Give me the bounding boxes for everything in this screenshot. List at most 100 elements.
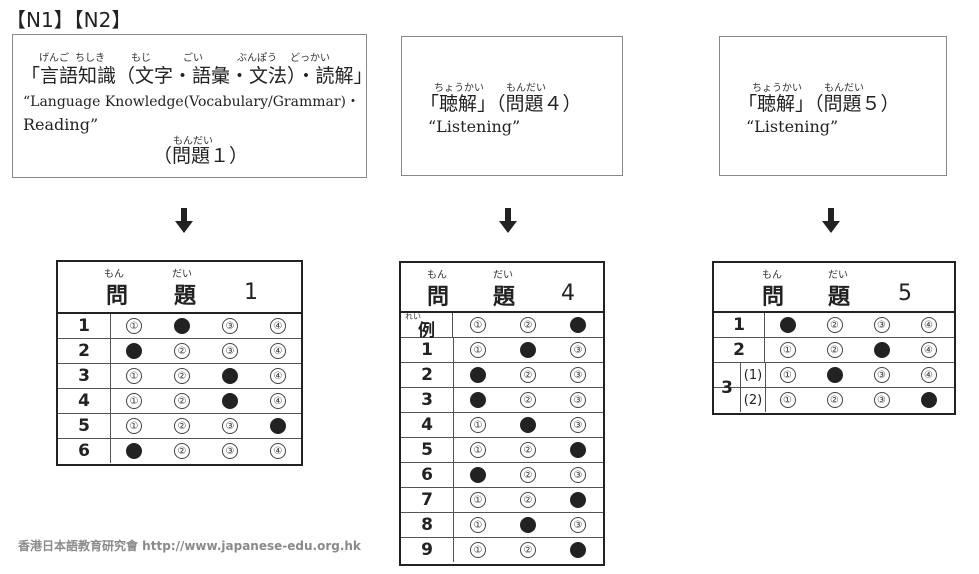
option-bubble: ① [470,517,486,533]
answer-row: 6①②③④ [58,439,301,463]
question-number: 3 [721,378,733,398]
ruby: れい [405,312,421,321]
option-cell: ② [503,363,553,387]
option-bubble: ① [126,418,142,434]
option-bubble: ① [126,318,142,334]
question-number: 3 [58,364,111,388]
option-cell: ④ [254,314,302,338]
option-cell: ③ [206,389,254,413]
option-cell: ④ [254,364,302,388]
option-cell: ③ [206,414,254,438]
question-number: 9 [401,538,454,562]
option-bubble: ② [520,542,536,558]
answer-row: 1①②③④ [58,314,301,339]
title-number: 1 [244,280,258,305]
option-bubble: ③ [570,392,586,408]
filled-bubble: ② [826,367,843,383]
option-cell: ③ [553,363,603,387]
language-knowledge-english-2: Reading” [23,115,99,134]
down-arrow-icon [822,208,840,234]
answer-sheet-4: もん だい 問 題 4 れい例①②③1①②③2①②③3①②③4①②③5①②③6①… [399,261,605,566]
question-number: 8 [401,513,454,537]
listening-4-title: 「聴解」（問題４） [420,93,582,115]
option-cell: ② [811,363,858,387]
option-cell: ① [453,488,503,512]
title-char: 題 [174,284,197,309]
title-char: 問 [106,284,129,309]
ruby: ちょうかい [434,83,484,94]
answer-row: れい例①②③ [401,312,603,341]
footer-credit: 香港日本語教育研究會 http://www.japanese-edu.org.h… [18,539,361,553]
option-bubble: ④ [270,443,286,459]
option-cell: ① [453,538,503,562]
language-knowledge-box: げんご ちしき もじ ごい ぶんぽう どっかい 「言語知識（文字・語彙・文法）・… [12,34,373,178]
language-knowledge-question: （問題１） [153,145,249,167]
option-bubble: ② [826,342,843,358]
option-cell: ① [110,389,158,413]
language-knowledge-english: “Language Knowledge(Vocabulary/Grammar)・ [23,94,360,110]
answer-row: 9① ② ③ [401,538,603,562]
option-cell: ④ [254,414,302,438]
question-number: 例 [401,313,453,341]
option-cell: ④ [254,439,302,463]
option-bubble: ③ [222,443,238,459]
filled-bubble: ③ [570,542,586,558]
answer-row: 1①②③④ [714,313,954,338]
option-cell: ④ [905,338,952,362]
ruby: もじ [131,53,151,64]
answer-row: 2① ② ③ [401,363,603,388]
filled-bubble: ② [520,342,536,358]
sheet-title: もん だい 問 題 4 [401,263,603,313]
option-bubble: ④ [270,343,286,359]
ruby: ごい [183,53,203,64]
question-number: 1 [401,338,454,362]
filled-bubble: ③ [570,492,586,508]
option-bubble: ④ [920,367,937,383]
option-cell: ③ [553,463,603,487]
option-bubble: ③ [570,517,586,533]
language-knowledge-title: 「言語知識（文字・語彙・文法）・読解」 [21,65,373,87]
option-cell: ① [764,313,811,337]
question-number: 2 [401,363,454,387]
option-cell: ③ [553,513,603,537]
option-cell: ② [811,313,858,337]
sub-question-number: (2) [740,388,766,412]
option-cell: ③ [858,388,905,412]
option-bubble: ① [470,492,486,508]
option-bubble: ② [520,367,536,383]
ruby: どっかい [290,53,330,64]
option-cell: ② [158,364,206,388]
ruby: もん [104,269,124,280]
ruby: ちしき [75,53,105,64]
option-cell: ② [503,538,553,562]
option-bubble: ② [174,343,190,359]
option-bubble: ③ [873,317,890,333]
option-bubble: ① [470,317,486,333]
option-cell: ② [503,488,553,512]
level-header: 【N1】【N2】 [6,8,132,32]
option-bubble: ② [826,317,843,333]
option-cell: ③ [206,314,254,338]
option-cell: ③ [553,488,603,512]
option-cell: ④ [254,339,302,363]
option-cell: ② [503,313,553,337]
listening-5-box: ちょうかい もんだい 「聴解」（問題５） “Listening” [719,36,947,176]
filled-bubble: ④ [920,392,937,408]
option-cell: ③ [553,338,603,362]
option-cell: ① [764,338,811,362]
option-cell: ② [158,314,206,338]
option-bubble: ① [470,542,486,558]
option-cell: ④ [254,389,302,413]
question-number: 2 [714,338,765,362]
option-cell: ② [503,513,553,537]
option-cell: ② [158,414,206,438]
answer-row: 4①②③④ [58,389,301,414]
option-cell: ② [503,413,553,437]
title-char: 題 [493,285,516,310]
option-cell: ① [453,363,503,387]
ruby: もん [427,270,447,281]
answer-row: (1)3①②③④ [714,363,954,398]
option-cell: ② [811,388,858,412]
